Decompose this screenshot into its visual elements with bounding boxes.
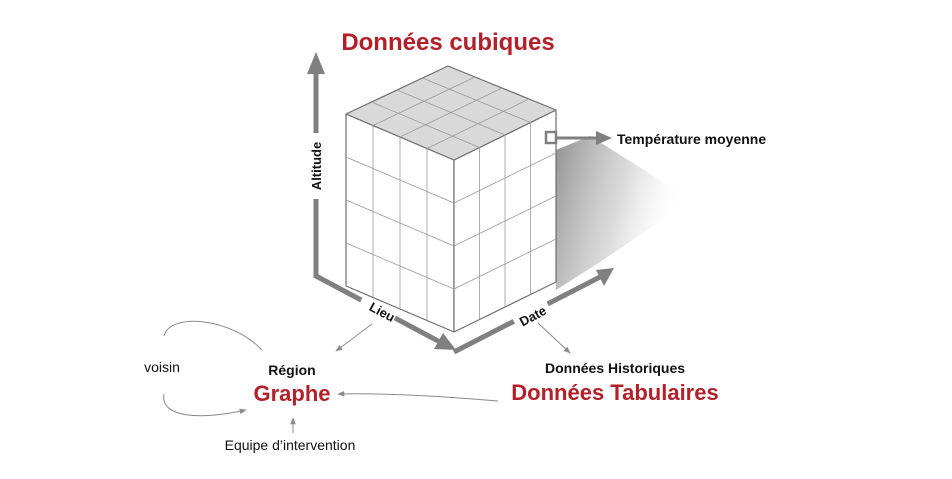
temperature-callout-label: Température moyenne xyxy=(617,131,766,147)
highlighted-cell-marker xyxy=(544,130,558,145)
tabular-to-graph-arrow xyxy=(337,391,499,402)
data-cube xyxy=(345,65,557,333)
cube-top-face-gridline xyxy=(422,77,531,123)
graph-title: Graphe xyxy=(253,381,330,406)
neighbor-self-loop xyxy=(163,320,263,415)
intervention-team-label: Equipe d’intervention xyxy=(225,437,356,453)
altitude-axis-label: Altitude xyxy=(309,142,324,190)
cube-top-face xyxy=(345,65,557,161)
neighbor-label: voisin xyxy=(144,359,180,375)
cube-left-face-gridline xyxy=(345,199,455,247)
cube-top-face-gridline xyxy=(426,98,530,149)
cell-callout: Température moyenne xyxy=(544,130,766,147)
altitude-axis: Altitude xyxy=(306,52,326,278)
tabular-data-title: Données Tabulaires xyxy=(511,380,718,405)
cube-shadow xyxy=(556,136,692,290)
lieu-to-region-arrow xyxy=(335,323,373,352)
region-label: Région xyxy=(268,362,315,378)
cube-right-face-gridline xyxy=(453,195,557,247)
historical-data-label: Données Historiques xyxy=(545,360,685,376)
lieu-axis: Lieu xyxy=(314,273,456,350)
cube-top-face-gridline xyxy=(396,89,506,136)
date-to-historical-arrow xyxy=(537,322,571,354)
date-axis: Date xyxy=(452,268,614,355)
cube-right-face-gridline xyxy=(453,238,557,290)
cube-left-face-gridline xyxy=(345,242,455,290)
diagram-title: Données cubiques xyxy=(341,29,554,56)
